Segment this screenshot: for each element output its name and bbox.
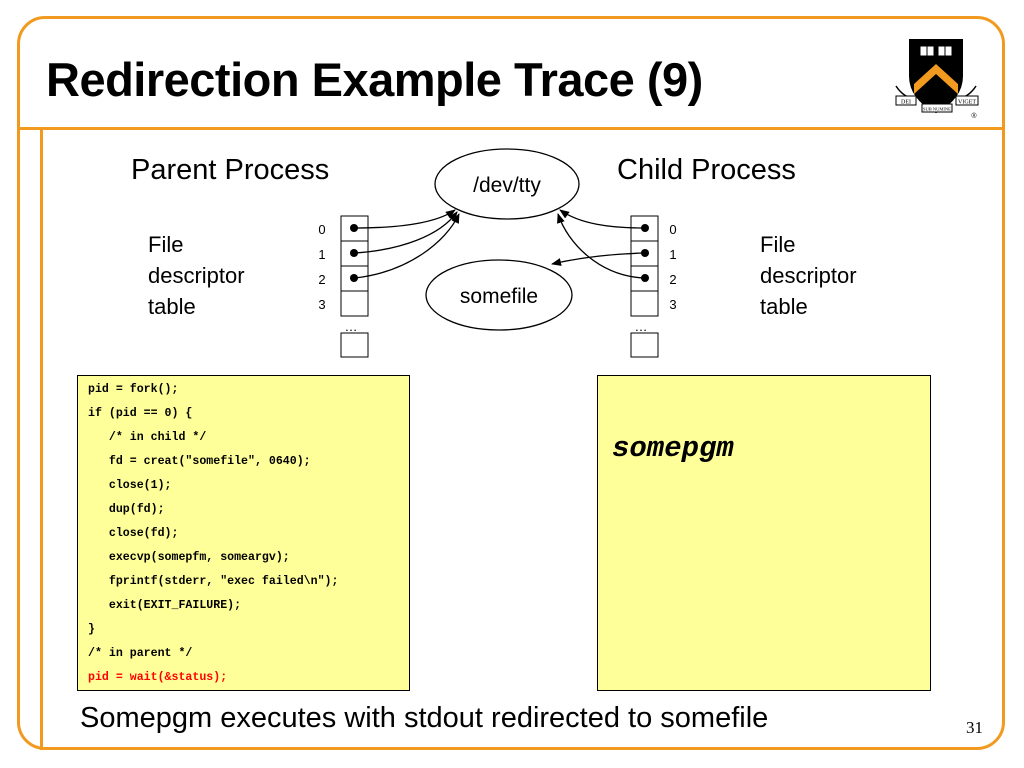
- title-divider: [17, 127, 1005, 130]
- fd-arrows: [354, 209, 645, 279]
- parent-fd-index: 3: [318, 297, 325, 312]
- child-fd-ellipsis: …: [635, 319, 648, 334]
- slide-title: Redirection Example Trace (9): [46, 53, 703, 106]
- code-line: execvp(somepfm, someargv);: [88, 551, 290, 564]
- parent-fd-index: 0: [318, 222, 325, 237]
- code-line: /* in child */: [88, 431, 207, 444]
- child-fd-index: 2: [669, 272, 676, 287]
- left-rule: [40, 130, 43, 750]
- code-line: }: [88, 623, 95, 636]
- registered-mark: ®: [971, 112, 977, 120]
- slide-caption: Somepgm executes with stdout redirected …: [80, 702, 769, 734]
- child-fd-index: 1: [669, 247, 676, 262]
- code-line: dup(fd);: [88, 503, 165, 516]
- code-line: fd = creat("somefile", 0640);: [88, 455, 311, 468]
- child-fd-pointer: [641, 224, 649, 232]
- parent-fd-ellipsis: …: [345, 319, 358, 334]
- code-line: /* in parent */: [88, 647, 193, 660]
- code-line: close(fd);: [88, 527, 179, 540]
- parent-fd-index: 2: [318, 272, 325, 287]
- motto-left: DEI: [901, 100, 911, 106]
- parent-fd-table: 0 1 2 3 …: [318, 215, 369, 358]
- somefile-label: somefile: [460, 285, 538, 308]
- code-line: if (pid == 0) {: [88, 407, 193, 420]
- motto-center: SUB NUMINE: [923, 107, 951, 112]
- parent-fd-slot: [340, 290, 369, 317]
- child-fd-table: 0 1 2 3 …: [630, 215, 677, 358]
- slide-number: 31: [966, 718, 983, 737]
- parent-fd-slot-extra: [340, 332, 369, 358]
- code-line-current: pid = wait(&status);: [88, 671, 228, 684]
- child-process-label: Child Process: [617, 154, 796, 186]
- parent-fd-pointer: [350, 224, 358, 232]
- child-fd-pointer: [641, 249, 649, 257]
- parent-fd0-arrow: [354, 209, 456, 229]
- parent-fd-table-label: File descriptor table: [148, 232, 245, 319]
- child-fd-index: 0: [669, 222, 676, 237]
- child-fd-table-label: File descriptor table: [760, 232, 857, 319]
- princeton-shield-logo: DEI SUB NUMINE VIGET ®: [895, 39, 979, 120]
- child-code-box: somepgm: [597, 375, 931, 691]
- slide-frame: [17, 16, 1005, 750]
- devtty-node: [434, 148, 580, 220]
- child-fd1-arrow: [551, 252, 645, 266]
- child-fd0-arrow: [559, 209, 645, 229]
- parent-fd2-arrow: [354, 213, 460, 279]
- child-fd-slot: [630, 265, 659, 292]
- parent-fd-pointer: [350, 249, 358, 257]
- devtty-label: /dev/tty: [473, 174, 541, 197]
- parent-fd1-arrow: [354, 211, 458, 254]
- parent-code-box: pid = fork(); if (pid == 0) { /* in chil…: [77, 375, 410, 691]
- code-line: fprintf(stderr, "exec failed\n");: [88, 575, 339, 588]
- somefile-node: [425, 259, 573, 331]
- parent-process-label: Parent Process: [131, 154, 330, 186]
- child-fd2-arrow: [557, 213, 645, 279]
- code-line: pid = fork();: [88, 383, 179, 396]
- parent-fd-index: 1: [318, 247, 325, 262]
- child-fd-index: 3: [669, 297, 676, 312]
- child-program-name: somepgm: [612, 432, 734, 465]
- child-fd-slot: [630, 290, 659, 317]
- child-fd-slot-extra: [630, 332, 659, 358]
- child-fd-pointer: [641, 274, 649, 282]
- parent-fd-pointer: [350, 274, 358, 282]
- code-line: exit(EXIT_FAILURE);: [88, 599, 242, 612]
- motto-right: VIGET: [958, 100, 976, 106]
- code-line: close(1);: [88, 479, 172, 492]
